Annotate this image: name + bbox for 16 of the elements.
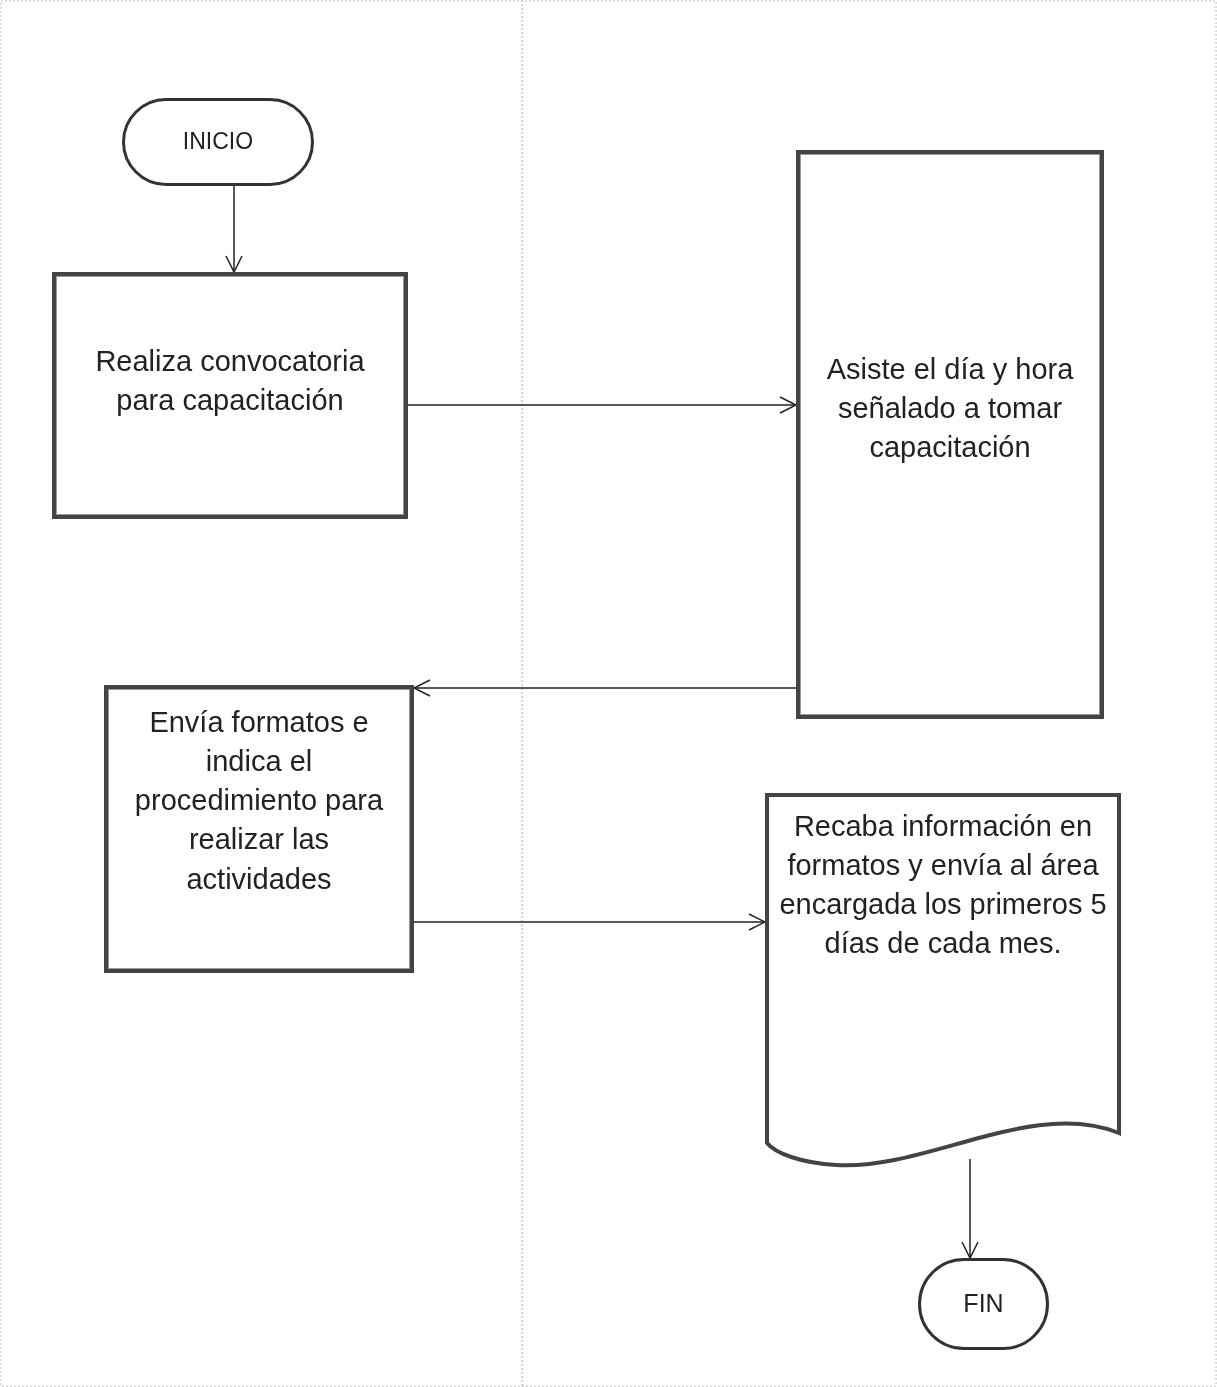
terminal-shape bbox=[918, 1258, 1049, 1350]
arrow bbox=[961, 1158, 979, 1259]
arrow bbox=[413, 679, 797, 697]
node-text: Asiste el día y hora señalado a tomar capacitación bbox=[825, 352, 1075, 466]
arrow bbox=[413, 913, 766, 931]
arrow bbox=[407, 396, 797, 414]
node-text: INICIO bbox=[182, 127, 254, 157]
arrow bbox=[225, 185, 243, 273]
node-text: Realiza convocatoria para capacitación bbox=[94, 344, 366, 419]
process-box bbox=[104, 685, 414, 973]
process-box bbox=[52, 272, 408, 519]
node-text: Recaba información en formatos y envía al área encargada los primeros 5 días de cada mes. bbox=[778, 809, 1108, 962]
node-text: FIN bbox=[963, 1288, 1004, 1320]
process-box bbox=[796, 150, 1104, 719]
terminal-shape bbox=[122, 98, 314, 186]
node-text: Envía formatos e indica el procedimiento para realizar las actividades bbox=[133, 705, 385, 897]
